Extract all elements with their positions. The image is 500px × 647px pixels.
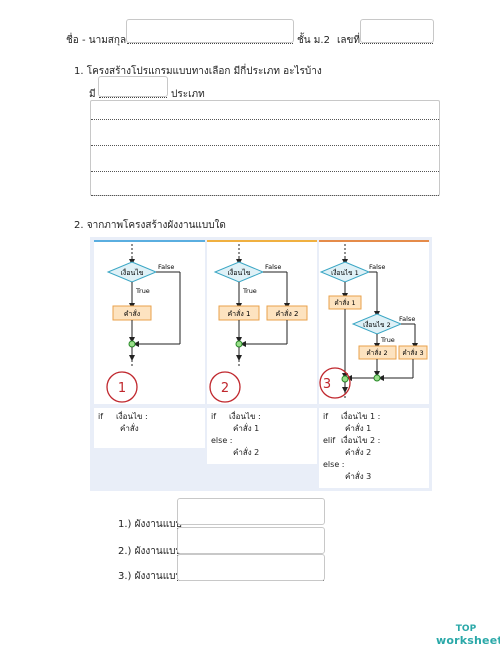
number-circle (106, 371, 138, 403)
number-input[interactable] (360, 19, 434, 43)
flowchart-1-svg: เงื่อนไข False True คำสั่ง 1 (106, 244, 181, 403)
question-1-text: 1. โครงสร้างโปรแกรมแบบทางเลือก มีกี่ประเ… (74, 66, 322, 77)
code-line: คำสั่ง 3 (345, 472, 372, 481)
code-panel-2: if เงื่อนไข : คำสั่ง 1 else : คำสั่ง 2 (207, 408, 317, 464)
class-label: ชั้น ม.2 (297, 35, 330, 46)
answer-3-label: 3.) ผังงานแบบ (118, 571, 182, 582)
false-label-2: False (399, 315, 415, 323)
flowchart-2-svg: เงื่อนไข False True คำสั่ง 1 คำสั่ง 2 2 (209, 244, 308, 403)
flowchart-panel-1: เงื่อนไข False True คำสั่ง 1 (94, 240, 205, 404)
number-circle (209, 371, 241, 403)
code-line: คำสั่ง 1 (233, 424, 260, 433)
false-label: False (265, 263, 281, 271)
panel-3-top-bar (319, 240, 429, 242)
logo-bottom-text: worksheets (436, 634, 500, 647)
flowchart-panel-2: เงื่อนไข False True คำสั่ง 1 คำสั่ง 2 2 (207, 240, 317, 404)
code-keyword: if (323, 412, 329, 421)
answer-line (91, 119, 439, 120)
type-label: ประเภท (171, 89, 205, 100)
number-dotted-line (360, 33, 433, 44)
name-input[interactable] (126, 19, 294, 43)
answer-line (91, 171, 439, 172)
false-label: False (369, 263, 385, 271)
question-1-answer-area[interactable] (90, 100, 440, 196)
true-label: True (242, 287, 257, 295)
command-text: คำสั่ง (124, 309, 140, 318)
count-dotted-line (99, 87, 167, 98)
number-circle (319, 367, 351, 399)
connector-node-inner (373, 374, 381, 382)
circle-number: 3 (323, 377, 331, 392)
answer-2-input[interactable] (177, 527, 325, 554)
condition-1-text: เงื่อนไข 1 (331, 268, 359, 277)
topworksheets-logo: TOP worksheets (436, 624, 500, 647)
connector-node-outer (341, 375, 349, 383)
code-line: else : (323, 460, 345, 469)
code-keyword: if (211, 412, 217, 421)
answer-line (91, 195, 439, 196)
flowchart-panel-3: เงื่อนไข 1 False คำสั่ง 1 เงื่อนไข 2 Fal… (319, 240, 429, 404)
circle-number: 2 (221, 381, 229, 396)
answer-1-label: 1.) ผังงานแบบ (118, 519, 182, 530)
code-line: คำสั่ง 1 (345, 424, 372, 433)
question-2-text: 2. จากภาพโครงสร้างผังงานแบบใด (74, 220, 226, 231)
code-keyword: if (98, 412, 104, 421)
code-line: เงื่อนไข 1 : (341, 412, 381, 421)
connector-node (128, 340, 136, 348)
code-line: คำสั่ง (120, 424, 139, 433)
condition-text: เงื่อนไข (227, 268, 250, 277)
condition-text: เงื่อนไข (120, 268, 143, 277)
answer-2-label: 2.) ผังงานแบบ (118, 546, 182, 557)
code-line: else : (211, 436, 233, 445)
code-panel-3: if เงื่อนไข 1 : คำสั่ง 1 elif เงื่อนไข 2 :… (319, 408, 429, 488)
code-line: เงื่อนไข : (229, 412, 261, 421)
code-line: คำสั่ง 2 (233, 448, 260, 457)
answer-1-input[interactable] (177, 498, 325, 525)
code-line: เงื่อนไข 2 : (341, 436, 381, 445)
count-input[interactable] (98, 76, 168, 97)
name-label: ชื่อ - นามสกุล (66, 35, 127, 46)
code-panel-1: if เงื่อนไข : คำสั่ง (94, 408, 205, 448)
code-line: คำสั่ง 2 (345, 448, 372, 457)
true-label: True (135, 287, 150, 295)
answer-line (91, 145, 439, 146)
panel-1-top-bar (94, 240, 205, 242)
answer-3-input[interactable] (177, 554, 325, 581)
code-keyword: elif (323, 436, 336, 445)
flowchart-3-svg: เงื่อนไข 1 False คำสั่ง 1 เงื่อนไข 2 Fal… (319, 244, 428, 400)
logo-top-text: TOP (455, 624, 477, 634)
connector-node (235, 340, 243, 348)
command-2-text: คำสั่ง 2 (276, 309, 299, 318)
number-label: เลขที่ (337, 35, 360, 46)
name-dotted-line (127, 33, 293, 44)
code-line: เงื่อนไข : (116, 412, 148, 421)
has-label: มี (89, 89, 96, 100)
command-1-text: คำสั่ง 1 (334, 298, 355, 307)
circle-number: 1 (118, 381, 126, 396)
command-1-text: คำสั่ง 1 (228, 309, 251, 318)
condition-2-text: เงื่อนไข 2 (363, 320, 391, 329)
panel-2-top-bar (207, 240, 317, 242)
command-3-text: คำสั่ง 3 (402, 348, 423, 357)
command-2-text: คำสั่ง 2 (366, 348, 387, 357)
true-label: True (380, 336, 395, 344)
false-label: False (158, 263, 174, 271)
